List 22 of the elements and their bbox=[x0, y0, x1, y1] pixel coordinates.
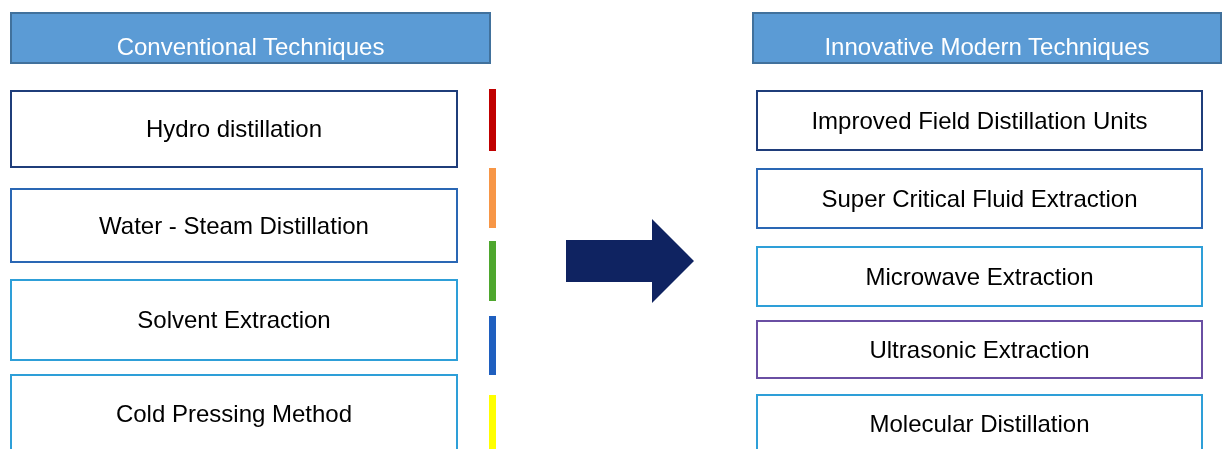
node-label: Cold Pressing Method bbox=[115, 400, 353, 428]
process-box bbox=[10, 374, 458, 449]
node-label: Microwave Extraction bbox=[865, 262, 1094, 291]
header-label: Conventional Techniques bbox=[116, 33, 385, 61]
process-box bbox=[756, 394, 1203, 449]
node-label: Solvent Extraction bbox=[137, 306, 331, 334]
header-box bbox=[10, 12, 491, 64]
node-label: Ultrasonic Extraction bbox=[869, 335, 1090, 364]
process-box bbox=[756, 246, 1203, 307]
node-label: Improved Field Distillation Units bbox=[811, 106, 1148, 135]
header-box bbox=[752, 12, 1222, 64]
process-box bbox=[756, 320, 1203, 379]
node-label: Molecular Distillation bbox=[869, 410, 1090, 438]
header-label: Innovative Modern Techniques bbox=[824, 33, 1150, 61]
node-label: Super Critical Fluid Extraction bbox=[821, 184, 1138, 213]
process-box bbox=[756, 168, 1203, 229]
process-box bbox=[10, 90, 458, 168]
node-label: Water - Steam Distillation bbox=[99, 211, 369, 240]
process-box bbox=[10, 279, 458, 361]
process-box bbox=[10, 188, 458, 263]
process-box bbox=[756, 90, 1203, 151]
node-label: Hydro distillation bbox=[145, 115, 323, 143]
